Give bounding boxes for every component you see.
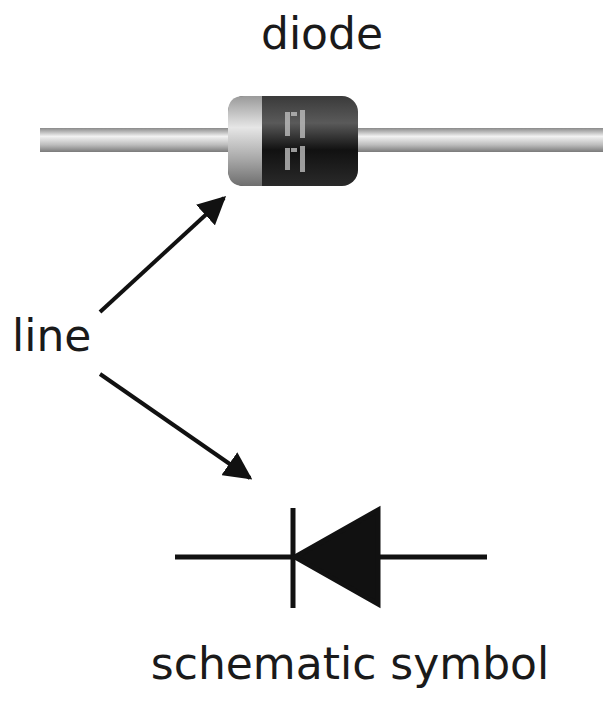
text-label: diode: [261, 10, 383, 58]
symbol-triangle: [295, 510, 378, 604]
cathode-band: [228, 96, 262, 186]
leader-arrow: [100, 374, 250, 478]
text-label: schematic symbol: [151, 640, 549, 688]
diode-body: [228, 96, 358, 186]
leader-arrow: [100, 198, 224, 312]
diode-symbol: [175, 508, 487, 608]
leader-arrows: [100, 198, 250, 478]
text-label: line: [12, 312, 91, 360]
body-marking: [285, 110, 305, 172]
diode-photo: [40, 96, 603, 186]
